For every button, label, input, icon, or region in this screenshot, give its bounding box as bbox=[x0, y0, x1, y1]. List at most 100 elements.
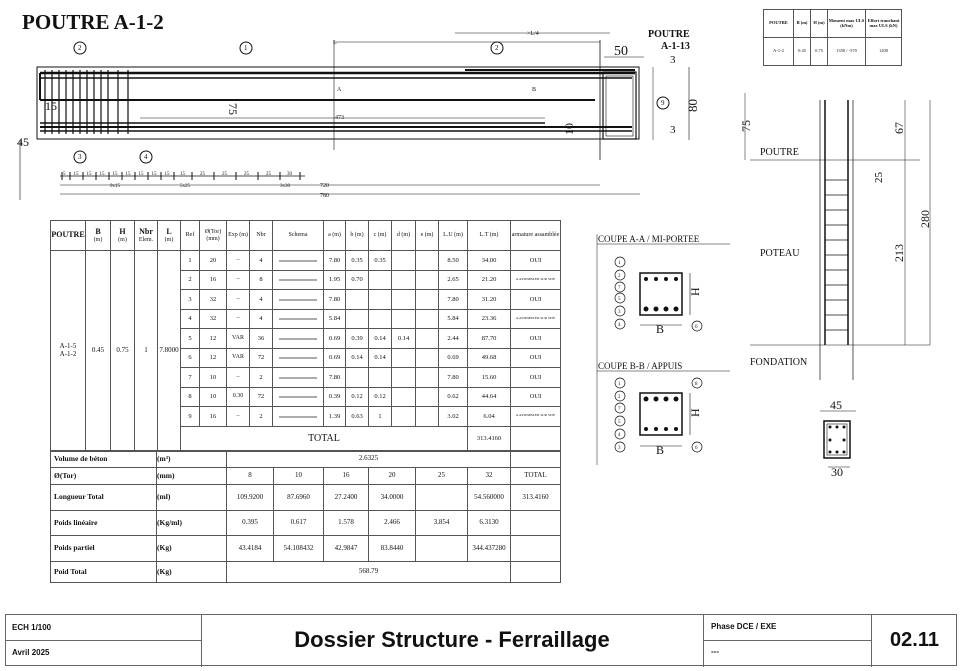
svg-text:473: 473 bbox=[335, 115, 344, 121]
cell-nbr: 4 bbox=[249, 308, 273, 329]
svg-text:780: 780 bbox=[320, 193, 329, 199]
cell-a: 5.84 bbox=[323, 308, 346, 329]
cell-c: 1 bbox=[368, 406, 392, 427]
cell-lt: 87.70 bbox=[467, 328, 511, 349]
length-value: 54.560000 bbox=[467, 484, 511, 511]
empty-cell bbox=[510, 450, 561, 468]
cell-nbr: 4 bbox=[249, 250, 273, 271]
cell-a: 1.39 bbox=[323, 406, 346, 427]
header-b: B(m) bbox=[85, 220, 111, 251]
cell-ref: 4 bbox=[180, 308, 200, 329]
svg-text:4: 4 bbox=[618, 433, 621, 438]
cell-ref: 3 bbox=[180, 289, 200, 310]
cell-exp: – bbox=[226, 250, 250, 271]
cell-exp: 0.30 bbox=[226, 386, 250, 407]
svg-text:213: 213 bbox=[892, 244, 906, 262]
linear-value: 0.395 bbox=[226, 510, 274, 536]
spacing-label: 25 bbox=[244, 172, 250, 177]
cell-d bbox=[391, 386, 416, 407]
svg-text:720: 720 bbox=[320, 183, 329, 189]
cell-exp: – bbox=[226, 289, 250, 310]
cell-dia: 10 bbox=[199, 367, 227, 388]
summary-row-total: Poid Total(Kg)568.79 bbox=[50, 561, 561, 583]
spacing-label: 15 bbox=[126, 172, 132, 177]
length-value: 87.6960 bbox=[273, 484, 324, 511]
svg-text:1: 1 bbox=[244, 44, 248, 52]
cell-arm: OUI bbox=[510, 289, 561, 310]
cell-ref: 5 bbox=[180, 328, 200, 349]
length-value: 109.9200 bbox=[226, 484, 274, 511]
cell-a: 0.39 bbox=[323, 386, 346, 407]
header-ref: Ref bbox=[180, 220, 200, 251]
header-moment: Moment max ULS (kNm) bbox=[827, 9, 866, 38]
phase-sub: --- bbox=[711, 647, 719, 656]
spacing-label: 15 bbox=[152, 172, 158, 177]
column-labels: POUTRE POTEAU FONDATION 75 67 25 280 213… bbox=[739, 120, 932, 479]
cell-nbr: 4 bbox=[249, 289, 273, 310]
cell-nbr: 36 bbox=[249, 328, 273, 349]
spacing-label: 15 bbox=[100, 172, 106, 177]
cell-c: 0.12 bbox=[368, 386, 392, 407]
cell-arm: A ASSEMBLER SUR SITE bbox=[510, 308, 561, 329]
header-lt: L.T (m) bbox=[467, 220, 511, 251]
partial-value bbox=[510, 535, 561, 562]
cell-lu: 0.62 bbox=[438, 386, 468, 407]
cell-b bbox=[345, 367, 369, 388]
cell-b: 0.35 bbox=[345, 250, 369, 271]
bar-shape-icon bbox=[272, 347, 324, 368]
svg-text:>L/4: >L/4 bbox=[527, 31, 539, 37]
cell-lu: 2.44 bbox=[438, 328, 468, 349]
cell-arm: A ASSEMBLER SUR SITE bbox=[510, 269, 561, 290]
svg-text:2: 2 bbox=[618, 274, 621, 279]
diameter-value: 16 bbox=[323, 467, 369, 485]
linear-value bbox=[510, 510, 561, 536]
cell-a: 1.95 bbox=[323, 269, 346, 290]
cell-e bbox=[415, 250, 439, 271]
linear-unit: (Kg/ml) bbox=[156, 510, 227, 536]
header-l: L(m) bbox=[157, 220, 181, 251]
svg-text:280: 280 bbox=[918, 210, 932, 228]
cell-e bbox=[415, 269, 439, 290]
cell-b bbox=[345, 308, 369, 329]
cell-exp: – bbox=[226, 406, 250, 427]
svg-text:H: H bbox=[688, 408, 702, 417]
cell-c bbox=[368, 367, 392, 388]
svg-text:10: 10 bbox=[562, 123, 576, 135]
cell-a: 7.80 bbox=[323, 250, 346, 271]
svg-text:3: 3 bbox=[670, 124, 676, 136]
svg-text:6: 6 bbox=[695, 446, 698, 451]
cell-arm: OUI bbox=[510, 347, 561, 368]
cell-lu: 2.65 bbox=[438, 269, 468, 290]
svg-text:75: 75 bbox=[226, 103, 240, 115]
beam-elevation bbox=[19, 32, 690, 200]
svg-text:3x30: 3x30 bbox=[280, 184, 291, 189]
svg-text:25: 25 bbox=[873, 172, 885, 184]
element-h: 0.75 bbox=[110, 250, 135, 452]
cell-dia: 32 bbox=[199, 289, 227, 310]
header-e: e (m) bbox=[415, 220, 439, 251]
svg-text:15: 15 bbox=[45, 99, 57, 113]
element-poutre: A-1-5 A-1-2 bbox=[50, 250, 86, 452]
partial-value bbox=[415, 535, 468, 562]
cell-a: 0.69 bbox=[323, 347, 346, 368]
cell-d bbox=[391, 347, 416, 368]
spacing-label: 25 bbox=[200, 172, 206, 177]
total-label: Poid Total bbox=[50, 561, 157, 583]
cell-lu: 3.02 bbox=[438, 406, 468, 427]
column-elevation bbox=[744, 93, 931, 468]
drawing-title: POUTRE A-1-2 bbox=[22, 10, 164, 34]
length-value bbox=[415, 484, 468, 511]
cell-lt: 34.00 bbox=[467, 250, 511, 271]
cell-d bbox=[391, 406, 416, 427]
scale-label: ECH 1/100 bbox=[12, 623, 52, 632]
cell-b: 0.12 bbox=[345, 386, 369, 407]
header-poutre: POUTRE bbox=[50, 220, 86, 251]
svg-text:75: 75 bbox=[739, 120, 753, 132]
cell-effort: 1200 bbox=[865, 37, 902, 66]
element-b: 0.45 bbox=[85, 250, 111, 452]
spacing-label: 15 bbox=[87, 172, 93, 177]
cell-dia: 16 bbox=[199, 269, 227, 290]
